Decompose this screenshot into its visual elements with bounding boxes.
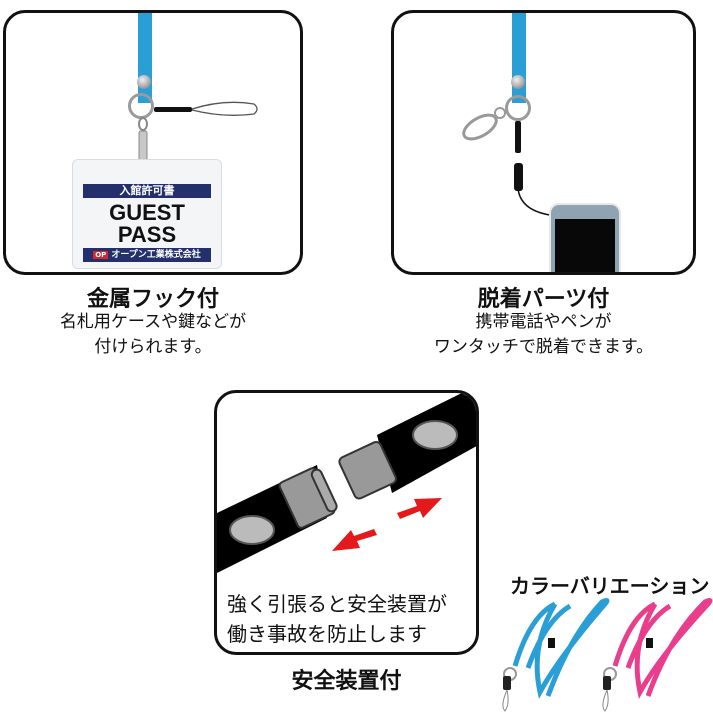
hook-desc-line1: 名札用ケースや鍵などが [59, 312, 247, 332]
detach-title: 脱着パーツ付 [477, 287, 610, 312]
carabiner-hook-icon [460, 103, 510, 143]
detach-desc-line1: 携帯電話やペンが [475, 312, 612, 332]
card-main-line2: PASS [117, 222, 177, 247]
blue-lanyard-icon [502, 597, 610, 712]
rivet-icon [511, 75, 525, 89]
safety-desc-line1: 強く引張ると安全装置が [227, 592, 447, 616]
connector-top-icon [515, 121, 521, 153]
color-variant-lanyards [502, 597, 713, 712]
pink-lanyard-icon [602, 597, 713, 712]
detach-desc-line2: ワンタッチで脱着できます。 [433, 337, 654, 357]
card-main-line1: GUEST [109, 200, 185, 225]
rivet-icon [137, 75, 151, 89]
color-variation-title: カラーバリエーション [510, 574, 710, 598]
phone-strap-loop-icon [154, 101, 259, 117]
safety-desc-line2: 働き事故を防止します [227, 622, 427, 646]
hook-title: 金属フック付 [86, 287, 219, 312]
hook-desc-line2: 付けられます。 [94, 337, 212, 357]
company-logo-icon: OP [93, 251, 109, 259]
phone-cord-icon [517, 188, 551, 216]
blue-strap [138, 13, 152, 103]
safety-title: 安全装置付 [291, 669, 402, 694]
split-ring-icon [505, 95, 531, 121]
detach-panel [391, 10, 696, 275]
safety-panel: 強く引張ると安全装置が 働き事故を防止します [214, 390, 479, 655]
split-ring-icon [128, 93, 154, 119]
phone-screen [555, 219, 615, 272]
safety-buckle-illustration [217, 393, 476, 573]
card-company: オープン工業株式会社 [111, 250, 201, 260]
connector-bottom-icon [514, 163, 523, 191]
card-header: 入館許可書 [83, 184, 211, 198]
blue-strap [512, 13, 526, 103]
smartphone-icon [549, 203, 621, 272]
